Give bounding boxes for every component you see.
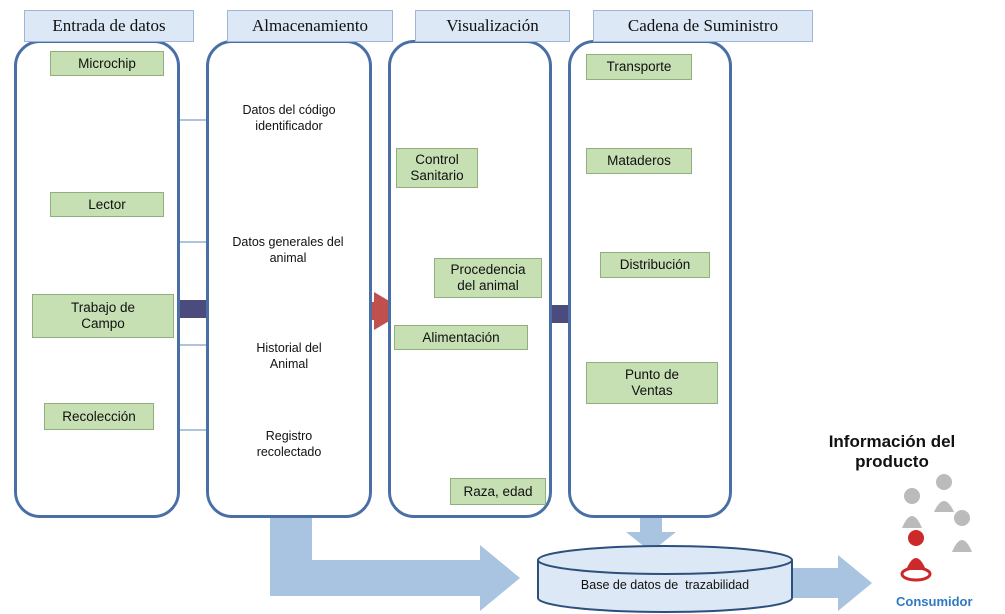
- label-control-sanitario: Control Sanitario: [396, 148, 478, 188]
- flow-arrow-db-to-consumer: [790, 555, 872, 611]
- column-cadena: [568, 40, 732, 518]
- header-visualizacion: Visualización: [415, 10, 570, 42]
- storage-registro: Registro recolectado: [256, 429, 322, 459]
- storage-datos-codigo: Datos del código identificador: [242, 103, 336, 133]
- product-info-title: Información del producto: [828, 432, 956, 471]
- label-distribucion: Distribución: [600, 252, 710, 278]
- storage-datos-generales: Datos generales del animal: [232, 235, 344, 265]
- label-raza-edad: Raza, edad: [450, 478, 546, 505]
- flow-arrow-storage-to-db: [270, 510, 520, 611]
- header-entrada: Entrada de datos: [24, 10, 194, 42]
- header-cadena: Cadena de Suministro: [593, 10, 813, 42]
- label-trabajo-campo: Trabajo de Campo: [32, 294, 174, 338]
- label-mataderos: Mataderos: [586, 148, 692, 174]
- label-recoleccion: Recolección: [44, 403, 154, 430]
- label-microchip: Microchip: [50, 51, 164, 76]
- label-procedencia: Procedencia del animal: [434, 258, 542, 298]
- column-entrada: [14, 40, 180, 518]
- traceability-database-label: Base de datos de trazabilidad: [580, 578, 750, 592]
- header-almacenamiento: Almacenamiento: [227, 10, 393, 42]
- label-transporte: Transporte: [586, 54, 692, 80]
- label-lector: Lector: [50, 192, 164, 217]
- consumer-people-icon: [900, 474, 972, 582]
- label-alimentacion: Alimentación: [394, 325, 528, 350]
- consumer-label: Consumidor: [896, 594, 973, 609]
- storage-historial: Historial del Animal: [256, 341, 322, 371]
- column-almacenamiento: [206, 40, 372, 518]
- label-punto-ventas: Punto de Ventas: [586, 362, 718, 404]
